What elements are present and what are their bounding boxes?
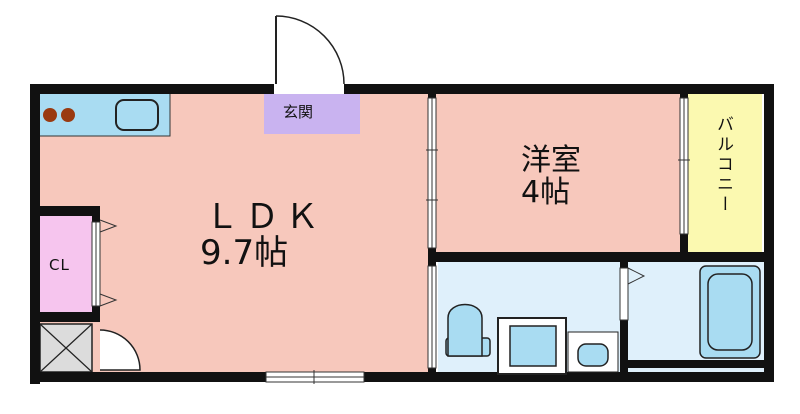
- storage-door-swing: [99, 329, 141, 371]
- ldk-size: 9.7帖: [200, 233, 289, 273]
- stove-burner-icon: [43, 108, 57, 122]
- entrance-floor: [264, 92, 360, 134]
- closet-label: CL: [49, 256, 70, 274]
- western-room-label: 洋室: [521, 143, 581, 178]
- bath-door-arrow-icon: [627, 267, 646, 285]
- wall-closet-right: [92, 306, 100, 322]
- bathtub-inner: [707, 273, 753, 351]
- wall-closet-bottom: [38, 312, 100, 322]
- wall-closet-right: [92, 206, 100, 222]
- sink-icon: [115, 99, 159, 131]
- faucet-icon: [577, 343, 609, 367]
- wall-bath-bottom: [628, 360, 768, 368]
- wall-top: [30, 84, 274, 94]
- wall-western-wet: [428, 252, 772, 262]
- wall-left: [30, 84, 40, 384]
- wall-right: [764, 84, 774, 382]
- closet-floor: [40, 216, 92, 312]
- entrance-label: 玄関: [283, 103, 314, 121]
- washbasin-bowl-icon: [509, 325, 557, 367]
- balcony-label: バルコニー: [713, 115, 733, 215]
- stove-burner-icon: [61, 108, 75, 122]
- toilet-bowl-icon: [447, 303, 483, 357]
- closet-door-arrow-icon: [99, 293, 118, 307]
- wall-bottom: [364, 372, 774, 382]
- western-room-size: 4帖: [521, 175, 571, 210]
- wall-top: [344, 84, 772, 94]
- wall-closet-top: [38, 206, 100, 216]
- balcony-floor: [688, 92, 762, 254]
- closet-door-arrow-icon: [99, 219, 118, 233]
- wall-bottom: [30, 372, 266, 382]
- ldk-floor: [38, 92, 430, 374]
- entrance-door-swing: [275, 15, 345, 85]
- western-room-floor: [436, 92, 684, 254]
- ldk-label: ＬＤＫ: [205, 197, 325, 237]
